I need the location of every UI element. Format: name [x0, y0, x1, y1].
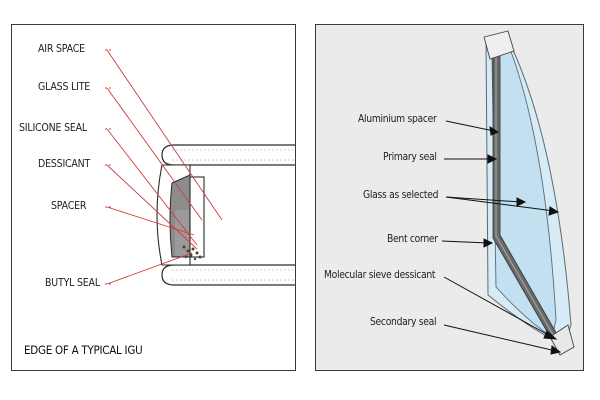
arrow-molecular-sieve: [443, 276, 553, 338]
spacer-end-cap: [483, 30, 515, 60]
leader-dashes: [105, 49, 112, 285]
igu-edge-panel: AIR SPACE GLASS LITE SILICONE SEAL DESSI…: [11, 24, 296, 371]
label-molecular-sieve-dessicant: Molecular sieve dessicant: [324, 269, 436, 281]
leader-silicone-seal: [106, 128, 198, 246]
arrow-aluminium-spacer: [445, 120, 495, 132]
pointer-arrows: [441, 120, 562, 355]
igu-corner-panel: Aluminium spacer Primary seal Glass as s…: [315, 24, 584, 371]
igu-corner-drawing: [441, 30, 575, 356]
arrow-glass-2: [445, 196, 555, 212]
label-silicone-seal: SILICONE SEAL: [19, 122, 87, 134]
leader-dessicant: [106, 164, 198, 250]
label-primary-seal: Primary seal: [383, 151, 437, 163]
arrow-bent-corner: [441, 240, 489, 244]
label-secondary-seal: Secondary seal: [370, 316, 437, 328]
label-glass-lite: GLASS LITE: [38, 81, 91, 93]
label-butyl-seal: BUTYL SEAL: [45, 277, 100, 289]
label-air-space: AIR SPACE: [38, 43, 85, 55]
igu-edge-drawing: [105, 49, 295, 286]
leader-glass-lite: [106, 87, 203, 221]
label-bent-corner: Bent corner: [387, 233, 438, 245]
upper-glass-lite: [161, 144, 295, 166]
diagram-caption: EDGE OF A TYPICAL IGU: [24, 343, 143, 357]
leader-butyl-seal: [106, 252, 193, 285]
arrow-secondary-seal: [443, 324, 557, 352]
spacer-frame: [189, 176, 205, 258]
label-dessicant: DESSICANT: [38, 158, 91, 170]
leader-air-space: [106, 49, 223, 221]
label-glass-as-selected: Glass as selected: [363, 189, 439, 201]
inner-glass-pane: [491, 48, 557, 338]
lower-glass-lite: [161, 264, 295, 286]
label-aluminium-spacer: Aluminium spacer: [358, 113, 437, 125]
label-spacer: SPACER: [51, 200, 87, 212]
leader-spacer: [106, 206, 195, 236]
leader-lines: [106, 49, 223, 285]
butyl-seal: [182, 245, 202, 261]
arrow-glass-1: [445, 196, 522, 203]
